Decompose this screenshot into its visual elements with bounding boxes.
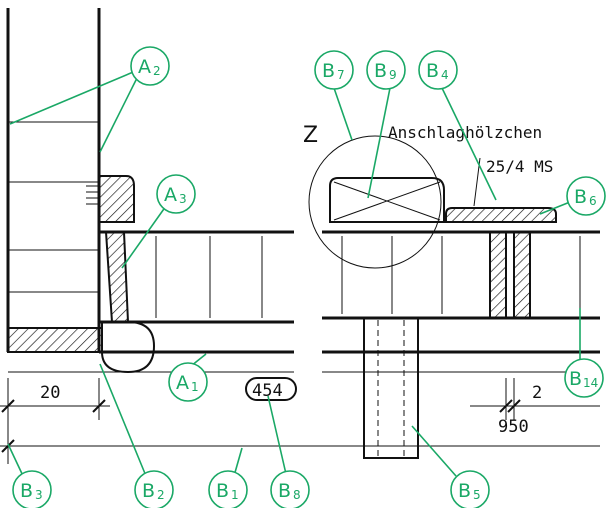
callout-b1: B 1 — [208, 470, 248, 508]
metal-strip — [445, 207, 557, 223]
callout-b5: B 5 — [450, 470, 490, 508]
callout-b6: B 6 — [566, 176, 606, 216]
dimensions: 20 2 950 454 — [0, 377, 600, 464]
callout-b3: B 3 — [12, 470, 52, 508]
detail-circle — [308, 135, 442, 269]
svg-text:B: B — [569, 368, 582, 390]
svg-text:B: B — [322, 60, 335, 82]
dim-950: 950 — [498, 417, 529, 437]
svg-text:8: 8 — [293, 488, 301, 502]
svg-text:3: 3 — [179, 192, 187, 206]
svg-text:7: 7 — [337, 68, 345, 82]
dim-20: 20 — [40, 383, 60, 403]
svg-text:B: B — [20, 480, 33, 502]
svg-text:2: 2 — [157, 488, 165, 502]
detail-mark: Z — [303, 123, 318, 148]
svg-text:B: B — [458, 480, 471, 502]
dim-2: 2 — [532, 383, 542, 403]
svg-text:3: 3 — [35, 488, 43, 502]
svg-text:2: 2 — [153, 64, 161, 78]
profile-left — [489, 231, 507, 319]
position-mark: 454 — [252, 381, 283, 401]
callout-b2: B 2 — [134, 470, 174, 508]
callout-b14: B 14 — [564, 358, 604, 398]
svg-text:14: 14 — [583, 376, 598, 390]
svg-text:9: 9 — [389, 68, 397, 82]
svg-text:6: 6 — [589, 194, 597, 208]
svg-text:4: 4 — [441, 68, 449, 82]
svg-text:A: A — [164, 184, 177, 206]
callout-leaders — [7, 69, 581, 479]
half-round-nosing — [101, 321, 156, 374]
svg-text:B: B — [426, 60, 439, 82]
stop-block — [329, 177, 445, 223]
callout-a3: A 3 — [156, 174, 196, 214]
svg-text:B: B — [574, 186, 587, 208]
callout-b8: B 8 — [270, 470, 310, 508]
svg-text:B: B — [374, 60, 387, 82]
callout-a2: A 2 — [130, 46, 170, 86]
profile-right — [513, 231, 531, 319]
right-assembly — [308, 135, 600, 459]
svg-text:A: A — [176, 372, 189, 394]
support-post — [363, 317, 419, 459]
svg-text:1: 1 — [231, 488, 239, 502]
left-wedge-section — [104, 231, 130, 323]
svg-text:1: 1 — [191, 380, 199, 394]
svg-text:B: B — [216, 480, 229, 502]
svg-text:A: A — [138, 56, 151, 78]
callout-b4: B 4 — [418, 50, 458, 90]
left-base-section — [7, 327, 103, 353]
left-top-block — [98, 175, 135, 223]
position-mark-frame — [245, 377, 297, 401]
callout-a1: A 1 — [168, 362, 208, 402]
svg-text:B: B — [142, 480, 155, 502]
note-label: Anschlaghölzchen — [388, 123, 542, 142]
note-spec: 25/4 MS — [486, 157, 553, 176]
left-assembly — [6, 8, 294, 374]
svg-text:5: 5 — [473, 488, 481, 502]
callout-b9: B 9 — [366, 50, 406, 90]
callout-b7: B 7 — [314, 50, 354, 90]
svg-text:B: B — [278, 480, 291, 502]
